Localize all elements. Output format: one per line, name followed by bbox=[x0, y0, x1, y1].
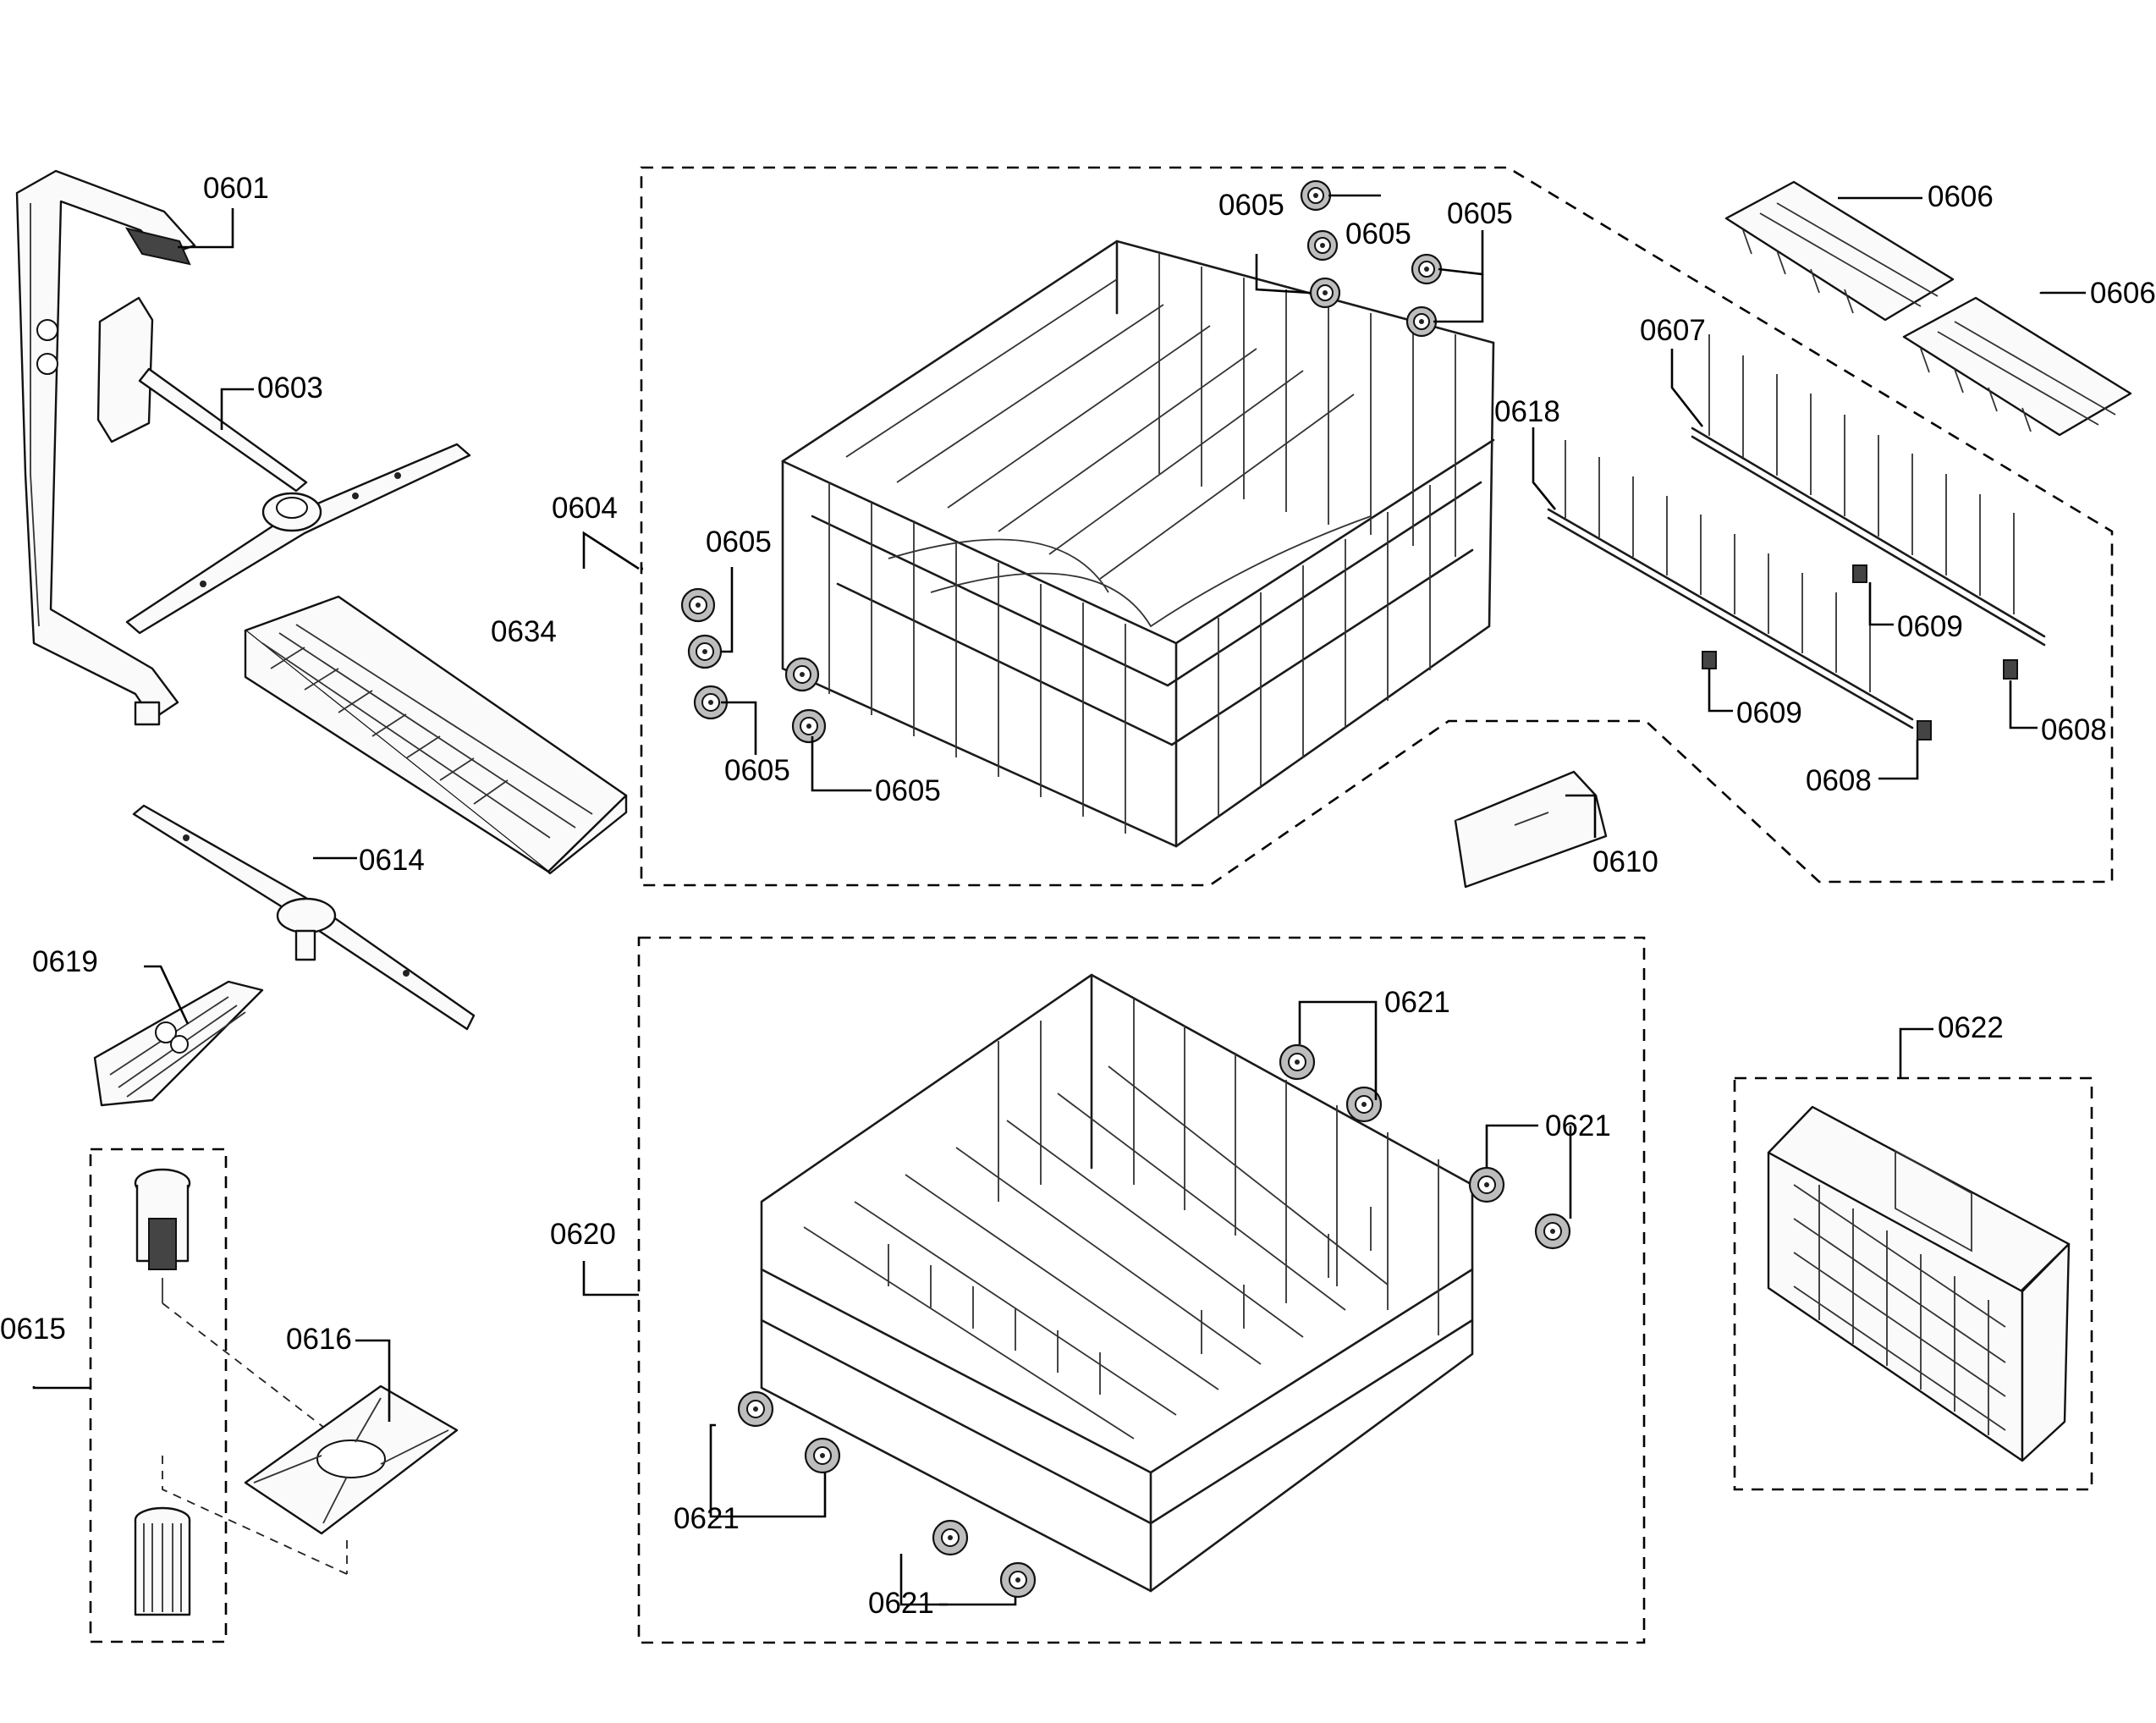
label-0606-lower: 0606 bbox=[2090, 277, 2156, 310]
label-0605-bottom-right: 0605 bbox=[875, 774, 941, 807]
label-0603: 0603 bbox=[257, 372, 323, 405]
filter-cover-icon bbox=[93, 980, 264, 1107]
rack-handle-icon bbox=[1454, 770, 1608, 889]
rack-clip-icon bbox=[1702, 564, 2018, 740]
label-0621-bottom: 0621 bbox=[868, 1587, 934, 1620]
upper-rack-group-box bbox=[640, 166, 2114, 887]
cutlery-basket-icon bbox=[1767, 1105, 2071, 1462]
upper-spray-arm-icon bbox=[96, 296, 471, 635]
upper-rack-icon bbox=[781, 239, 1495, 848]
cup-shelf-icon bbox=[1724, 180, 2132, 437]
supply-tube-icon bbox=[15, 169, 196, 726]
filter-group-box bbox=[89, 1148, 228, 1643]
leader-lines bbox=[32, 194, 2086, 1606]
label-0614: 0614 bbox=[359, 844, 425, 877]
label-0608-left: 0608 bbox=[1806, 764, 1872, 797]
lower-rack-group-box bbox=[637, 936, 1646, 1644]
label-0609-left: 0609 bbox=[1736, 696, 1802, 729]
label-0621-top: 0621 bbox=[1384, 986, 1450, 1019]
label-0619: 0619 bbox=[32, 945, 98, 978]
label-0607: 0607 bbox=[1640, 314, 1706, 347]
label-0634: 0634 bbox=[491, 615, 557, 648]
label-0609-right: 0609 bbox=[1897, 610, 1963, 643]
rack-wheel-icon bbox=[680, 179, 1443, 744]
lower-spray-arm-icon bbox=[132, 804, 476, 1031]
small-items-basket-icon bbox=[244, 595, 628, 875]
label-0605-top-left: 0605 bbox=[1218, 189, 1284, 222]
rack-wheel-icon bbox=[737, 1043, 1571, 1599]
tine-row-icon bbox=[1547, 334, 2046, 729]
label-0604: 0604 bbox=[552, 492, 618, 525]
label-0610: 0610 bbox=[1592, 845, 1658, 878]
label-0606-upper: 0606 bbox=[1928, 180, 1994, 213]
lower-rack-icon bbox=[760, 973, 1474, 1593]
label-0620: 0620 bbox=[550, 1218, 616, 1251]
label-0615: 0615 bbox=[0, 1313, 66, 1346]
label-0622: 0622 bbox=[1938, 1011, 2004, 1044]
label-0616: 0616 bbox=[286, 1323, 352, 1356]
cutlery-basket-group-box bbox=[1733, 1076, 2093, 1491]
label-0621-left: 0621 bbox=[674, 1502, 740, 1535]
filter-plate-icon bbox=[244, 1384, 459, 1574]
label-0601: 0601 bbox=[203, 172, 269, 205]
label-0605-top-right: 0605 bbox=[1447, 197, 1513, 230]
label-0605-left: 0605 bbox=[706, 526, 772, 559]
label-0605-bottom-left: 0605 bbox=[724, 754, 790, 787]
label-0608-right: 0608 bbox=[2041, 713, 2107, 746]
label-0618: 0618 bbox=[1494, 395, 1560, 428]
filter-icon bbox=[134, 1168, 348, 1616]
label-0605-top-mid: 0605 bbox=[1345, 217, 1411, 250]
label-0621-right: 0621 bbox=[1545, 1109, 1611, 1142]
